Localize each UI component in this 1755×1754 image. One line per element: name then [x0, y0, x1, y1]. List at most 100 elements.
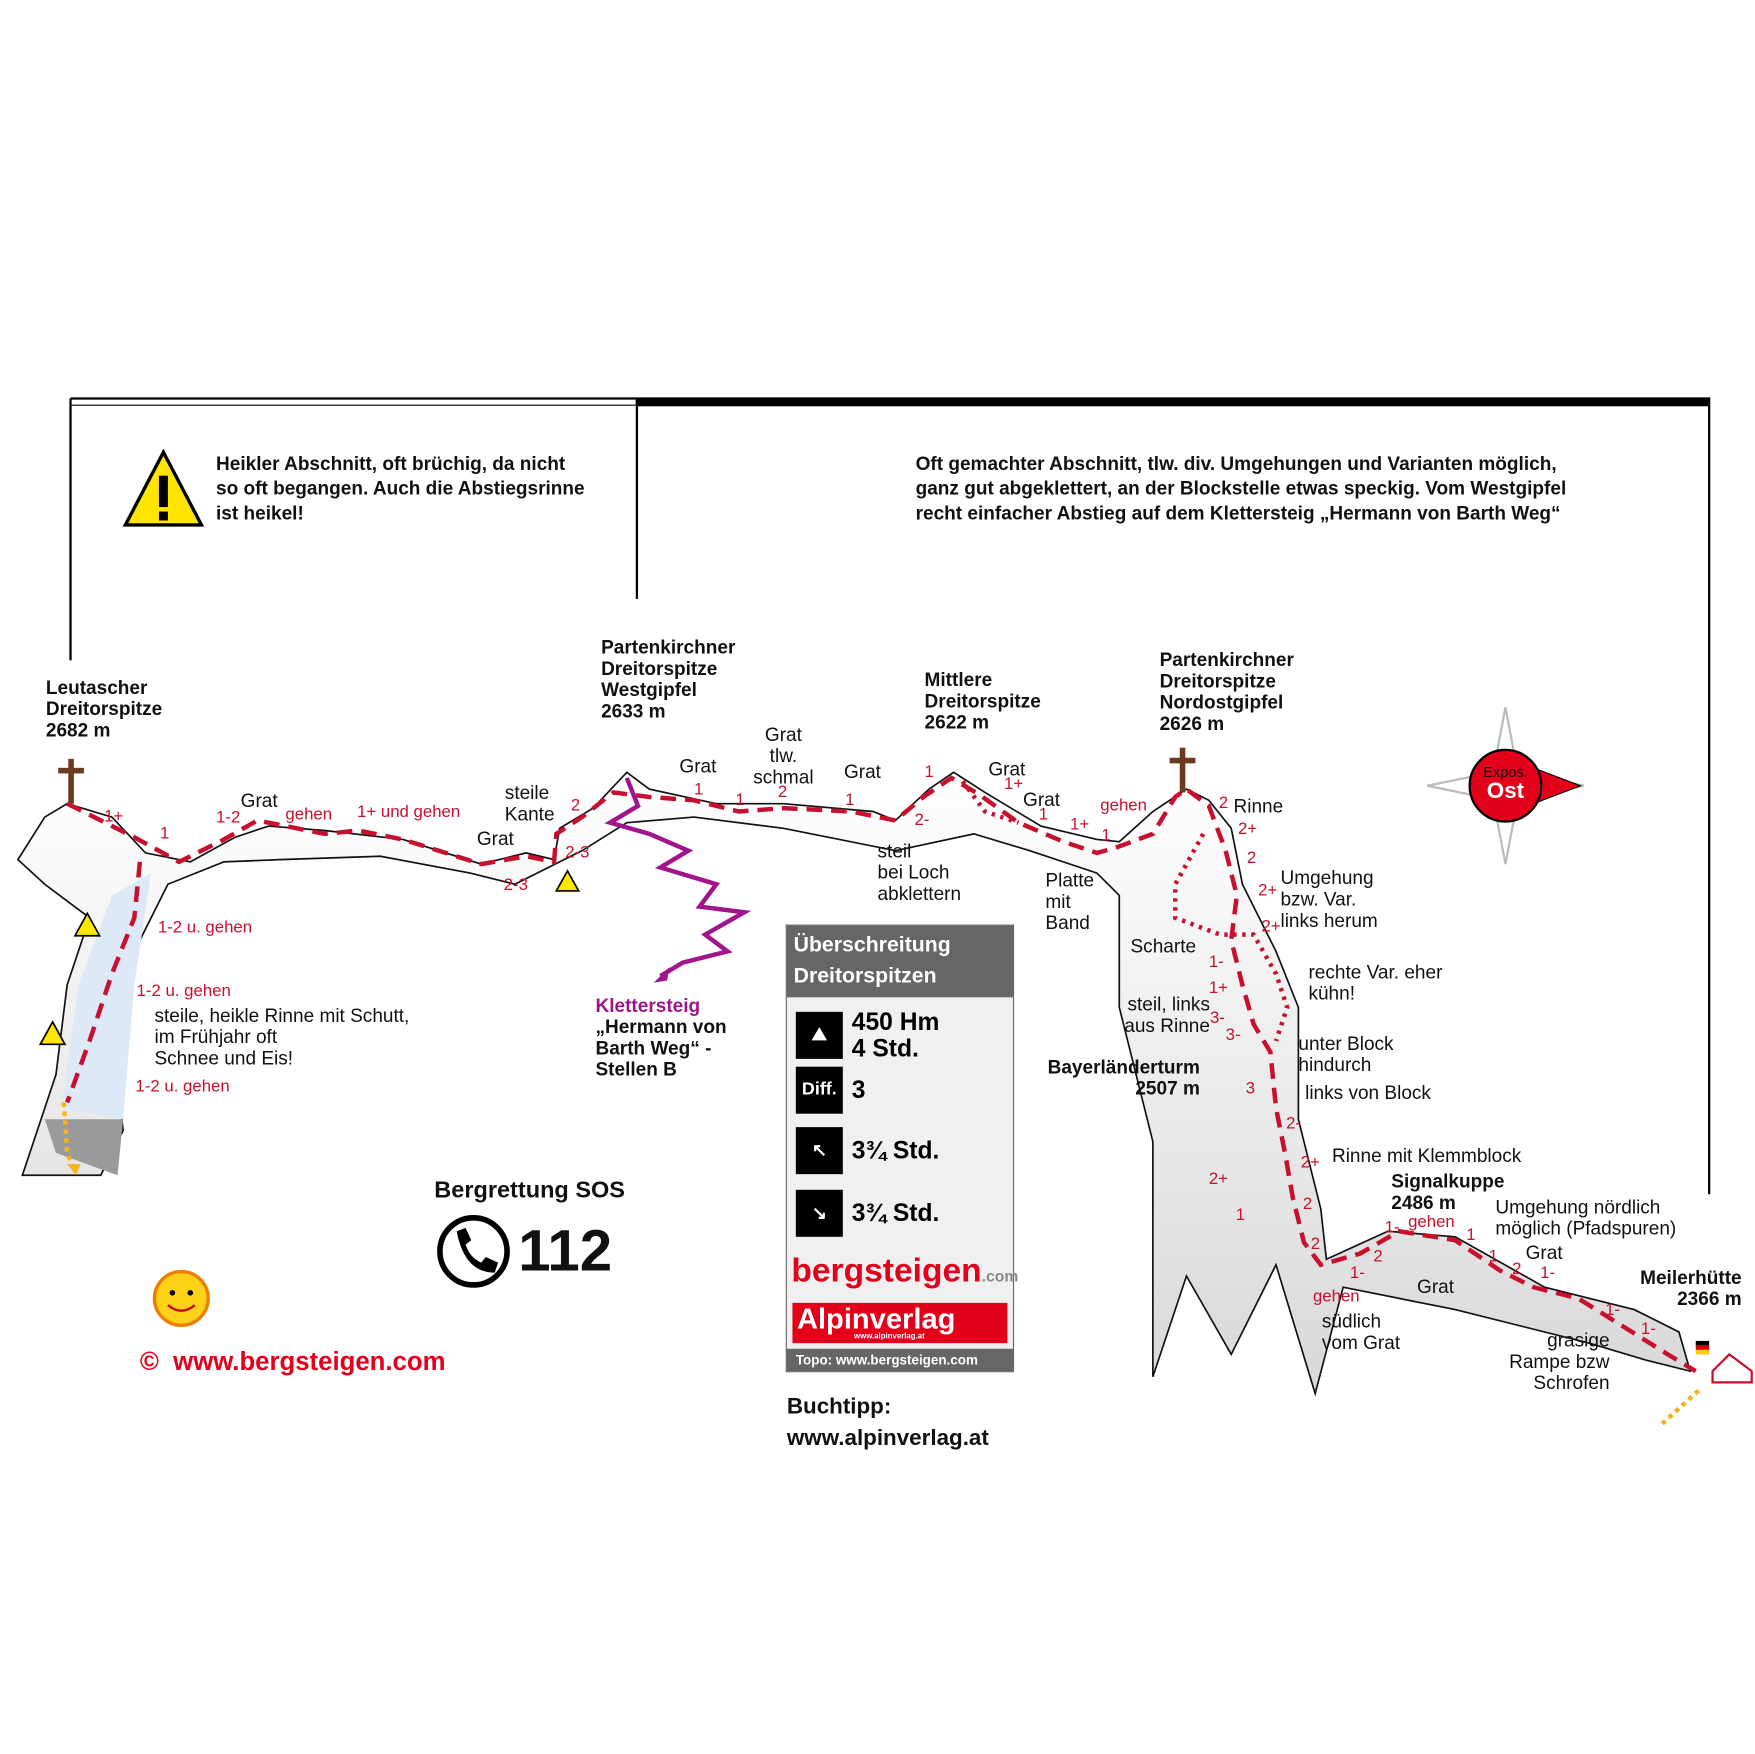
warning-icon — [38, 869, 581, 1046]
klettersteig-arrow-icon — [653, 967, 670, 983]
note: Rinne — [1233, 795, 1284, 818]
down-time: 3¾ Std. — [851, 1198, 940, 1227]
difficulty-value: 3 — [851, 1075, 866, 1104]
grade: 1 — [693, 780, 704, 800]
rescue-title: Bergrettung SOS — [434, 1177, 625, 1204]
grade: 1- — [1349, 1263, 1365, 1283]
approach-arrow — [1660, 1386, 1703, 1426]
grade: 1- — [1384, 1217, 1400, 1237]
note: südlich vom Grat — [1321, 1310, 1401, 1354]
peak-meilerhuette: Meilerhütte 2366 m — [1640, 1267, 1742, 1310]
note: steil, links aus Rinne — [1124, 993, 1210, 1037]
grade: gehen — [285, 804, 333, 824]
compass-label: Expos. — [1483, 763, 1528, 781]
note: Platte mit Band — [1045, 869, 1095, 934]
grade: 1+ und gehen — [357, 802, 461, 822]
peak-nordost: Partenkirchner Dreitorspitze Nordostgipf… — [1159, 649, 1294, 735]
grade: 1 — [1101, 826, 1111, 846]
info-box: Überschreitung Dreitorspitzen ⛰450 Hm 4 … — [785, 924, 1018, 1373]
note: Grat tlw. schmal — [753, 724, 814, 788]
main-route — [66, 775, 1697, 1374]
ascent-hiker-icon: ↖ — [795, 1127, 843, 1175]
note: Rinne mit Klemmblock — [1331, 1145, 1522, 1167]
note: links von Block — [1305, 1082, 1431, 1104]
logo-text: bergsteigen — [791, 1252, 982, 1290]
note: Umgehung bzw. Var. links herum — [1280, 867, 1378, 932]
note: steil bei Loch abklettern — [877, 840, 962, 905]
grade: 1+ — [1004, 774, 1024, 794]
grade: 2-3 — [503, 875, 528, 895]
grade: 2 — [1310, 1234, 1321, 1254]
variant-route-dotted-2 — [960, 779, 1020, 825]
grade: 1 — [845, 790, 855, 810]
grade: 2 — [1302, 1194, 1313, 1214]
frame-lines — [69, 397, 1711, 1195]
grade: 2 — [777, 782, 788, 802]
grade: 2+ — [1208, 1169, 1228, 1189]
info-ascent: ⛰450 Hm 4 Std. — [795, 1008, 939, 1062]
descent-gully-route — [65, 861, 143, 1104]
note: Grat — [679, 755, 717, 777]
difficulty-icon: Diff. — [795, 1066, 843, 1114]
note: Scharte — [1130, 935, 1197, 958]
klettersteig-name: „Hermann von Barth Weg“ - Stellen B — [595, 1016, 727, 1081]
note: steile, heikle Rinne mit Schutt, im Früh… — [154, 1005, 410, 1069]
grade: 1+ — [1070, 814, 1090, 834]
buchtipp[interactable]: Buchtipp: www.alpinverlag.at — [786, 1394, 989, 1451]
variant-route-dotted — [1173, 832, 1290, 1042]
climber-icon: ⛰ — [795, 1011, 843, 1059]
note: Grat — [1525, 1242, 1563, 1264]
note: Grat — [1417, 1276, 1455, 1298]
grade: 2+ — [1300, 1152, 1320, 1172]
info-downtime: ↘3¾ Std. — [795, 1189, 940, 1237]
grade: 1 — [1466, 1225, 1476, 1245]
grade: 1 — [1038, 804, 1049, 824]
peak-bayerlaender: Bayerländerturm 2507 m — [1047, 1056, 1200, 1100]
alpinverlag-text: Alpinverlag — [796, 1301, 956, 1336]
phone-icon — [437, 1215, 510, 1288]
alpinverlag-url: www.alpinverlag.at — [854, 1333, 925, 1341]
bergsteigen-logo: bergsteigen.com — [791, 1252, 1018, 1290]
peak-mittlere: Mittlere Dreitorspitze 2622 m — [924, 669, 1041, 734]
grade: 2- — [1286, 1113, 1302, 1133]
arrow-down-icon — [67, 1164, 81, 1176]
note: grasige Rampe bzw Schrofen — [1509, 1329, 1610, 1394]
klettersteig-route — [604, 777, 752, 978]
grade: 1-2 — [216, 808, 241, 828]
peak-westgipfel: Partenkirchner Dreitorspitze Westgipfel … — [601, 636, 736, 722]
copyright-link[interactable]: © www.bergsteigen.com — [139, 1346, 446, 1376]
grade: 1 — [735, 790, 745, 810]
note: Grat — [476, 828, 514, 850]
note: Umgehung nördlich möglich (Pfadspuren) — [1495, 1196, 1677, 1240]
note: rechte Var. eher kühn! — [1308, 961, 1443, 1005]
grade: 2 — [1218, 793, 1229, 813]
grade: 1+ — [104, 807, 124, 827]
grade: 3- — [1209, 1008, 1225, 1028]
info-difficulty: Diff. 3 — [795, 1066, 866, 1114]
sun-logo — [152, 1269, 210, 1327]
grade: 1- — [1540, 1263, 1556, 1283]
note: Grat — [843, 761, 881, 783]
grade: 1 — [1235, 1205, 1246, 1225]
warning-large-icon — [122, 448, 205, 527]
hut-icon — [1695, 1340, 1753, 1384]
note: Grat — [240, 790, 278, 812]
peak-leutascher: Leutascher Dreitorspitze 2682 m — [45, 677, 163, 741]
logo-suffix: .com — [981, 1267, 1019, 1285]
compass-icon — [1426, 707, 1585, 865]
grade: 1 — [1488, 1246, 1499, 1266]
callout-left: Heikler Abschnitt, oft brüchig, da nicht… — [216, 453, 585, 524]
up-time: 3¾ Std. — [851, 1136, 940, 1165]
callout-right: Oft gemachter Abschnitt, tlw. div. Umgeh… — [915, 453, 1567, 524]
grade: 2 — [1512, 1259, 1522, 1279]
grade: 2+ — [1261, 916, 1281, 936]
grade: 2- — [914, 810, 930, 830]
grade: 1-2 u. gehen — [157, 917, 253, 937]
grade: 2 — [1246, 848, 1257, 868]
grade: gehen — [1408, 1212, 1455, 1232]
grade: 1- — [1640, 1319, 1656, 1339]
grade: 2+ — [1237, 819, 1258, 839]
